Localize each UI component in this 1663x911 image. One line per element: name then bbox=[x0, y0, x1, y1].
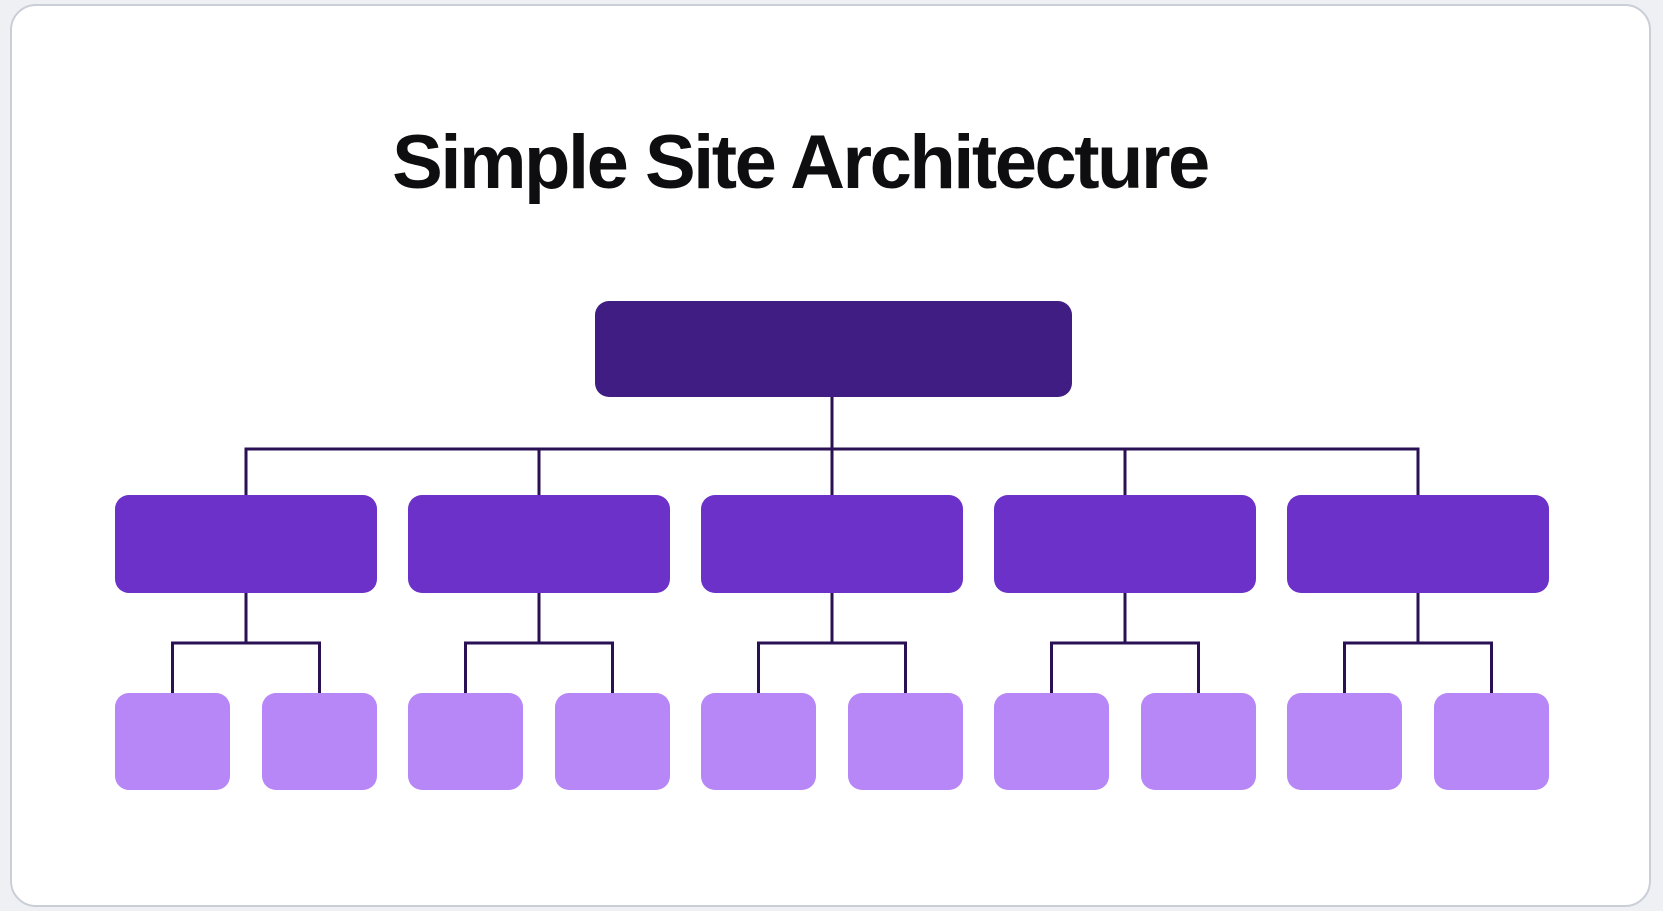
page-node-1-2[interactable] bbox=[262, 693, 377, 790]
section-node-2[interactable] bbox=[408, 495, 670, 593]
connector-section-4 bbox=[1050, 593, 1200, 693]
page-node-4-1[interactable] bbox=[994, 693, 1109, 790]
page-node-2-1[interactable] bbox=[408, 693, 523, 790]
section-node-1[interactable] bbox=[115, 495, 377, 593]
page-node-2-2[interactable] bbox=[555, 693, 670, 790]
connector-lines bbox=[171, 397, 1493, 693]
section-node-3[interactable] bbox=[701, 495, 963, 593]
page-node-5-2[interactable] bbox=[1434, 693, 1549, 790]
diagram-title: Simple Site Architecture bbox=[392, 120, 1208, 205]
section-node-5[interactable] bbox=[1287, 495, 1549, 593]
page-node-4-2[interactable] bbox=[1141, 693, 1256, 790]
page-node-3-2[interactable] bbox=[848, 693, 963, 790]
connector-section-5 bbox=[1343, 593, 1493, 693]
connector-section-1 bbox=[171, 593, 321, 693]
connector-section-2 bbox=[464, 593, 614, 693]
page-node-1-1[interactable] bbox=[115, 693, 230, 790]
root-node[interactable] bbox=[595, 301, 1072, 397]
connector-section-3 bbox=[757, 593, 907, 693]
section-node-4[interactable] bbox=[994, 495, 1256, 593]
page-node-5-1[interactable] bbox=[1287, 693, 1402, 790]
connector-root-bus bbox=[244, 397, 1420, 495]
page-node-3-1[interactable] bbox=[701, 693, 816, 790]
